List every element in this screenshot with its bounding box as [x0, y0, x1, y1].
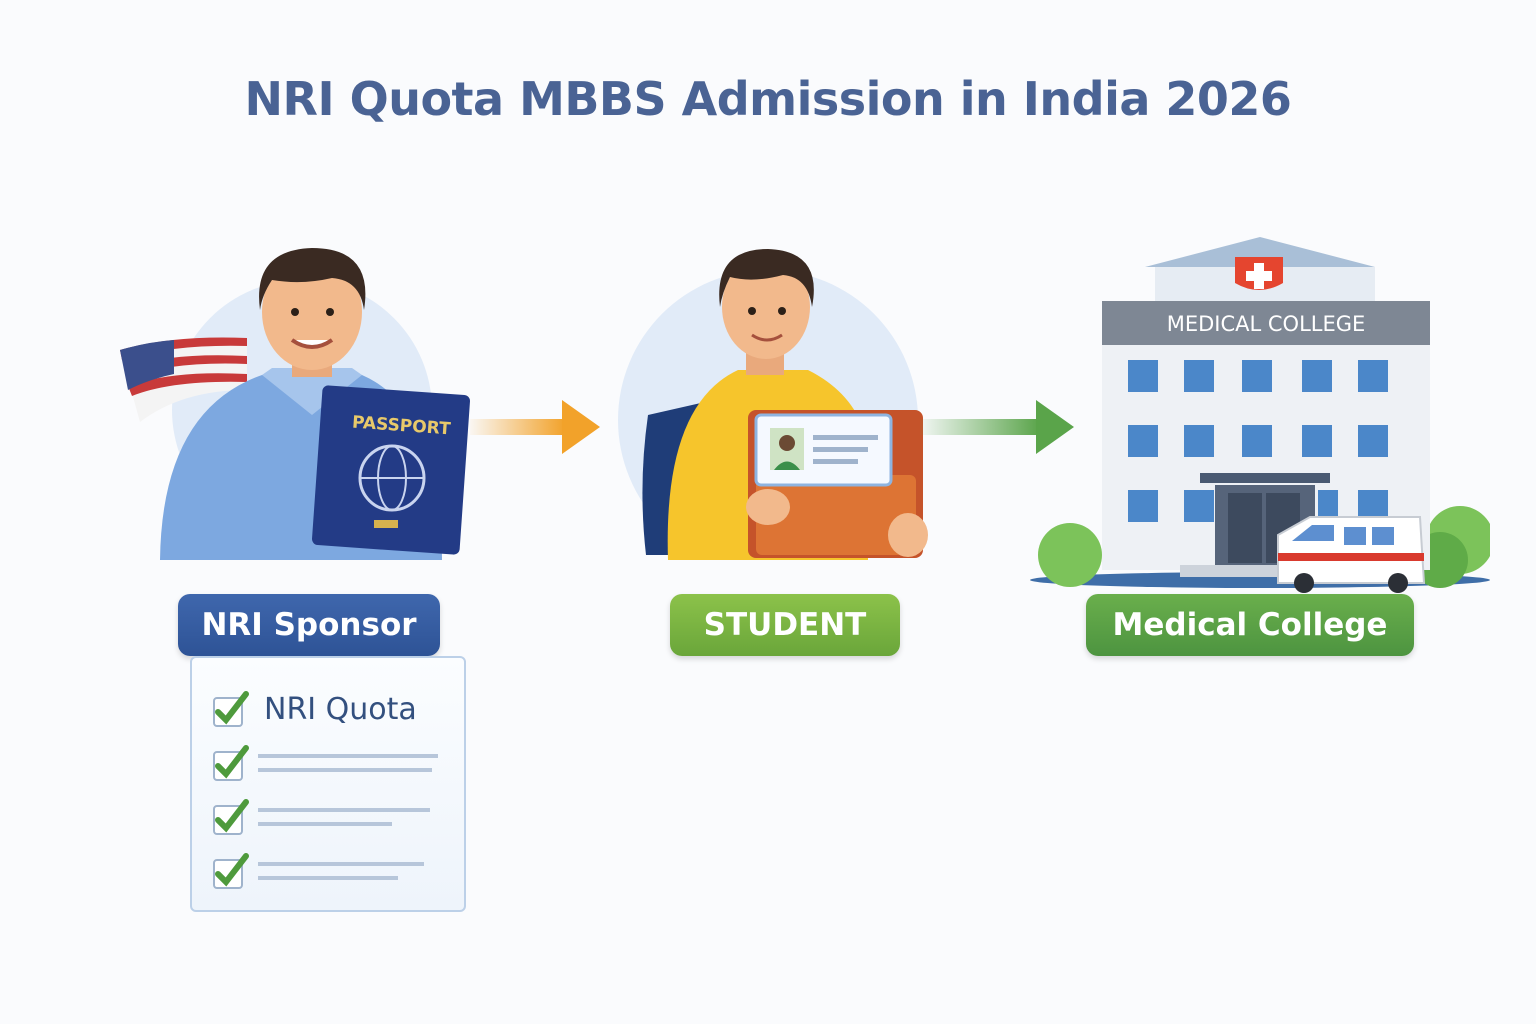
medical-college-label: Medical College — [1086, 594, 1414, 656]
checklist-item — [212, 852, 438, 890]
red-cross-icon — [1235, 257, 1283, 290]
student-illustration — [618, 249, 928, 560]
placeholder-text-lines — [258, 808, 430, 826]
checklist-item — [212, 798, 438, 836]
nri-quota-checklist: NRI Quota — [190, 656, 466, 912]
usa-flag-icon — [120, 337, 247, 422]
nri-sponsor-label: NRI Sponsor — [178, 594, 440, 656]
placeholder-text-lines — [258, 862, 424, 880]
check-icon — [213, 745, 249, 781]
nri-sponsor-illustration — [120, 248, 470, 560]
check-icon — [213, 799, 249, 835]
arrow-right-icon — [920, 400, 1074, 454]
ambulance-icon — [1277, 516, 1426, 593]
checklist-item: NRI Quota — [212, 690, 417, 728]
check-icon — [213, 853, 249, 889]
check-icon — [213, 691, 249, 727]
page-title: NRI Quota MBBS Admission in India 2026 — [244, 72, 1292, 126]
building-sign: MEDICAL COLLEGE — [1166, 312, 1366, 336]
passport-icon — [312, 385, 470, 555]
checklist-item — [212, 744, 438, 782]
checklist-item-label: NRI Quota — [264, 691, 417, 727]
student-label: STUDENT — [670, 594, 900, 656]
medical-college-building-illustration — [1030, 237, 1490, 593]
arrow-right-icon — [470, 400, 600, 454]
id-card-icon — [754, 413, 893, 487]
placeholder-text-lines — [258, 754, 438, 772]
